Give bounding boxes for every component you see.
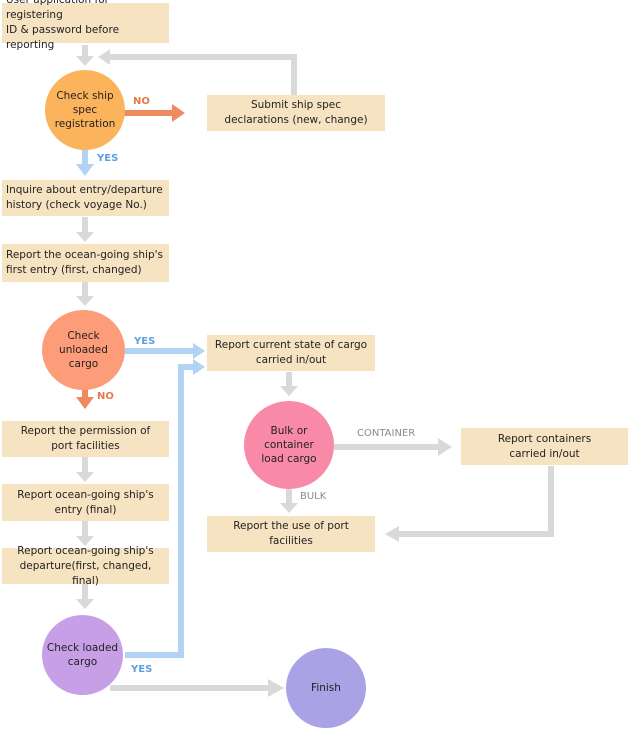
box-report-departure: Report ocean-going ship's departure(firs… (2, 545, 169, 587)
connector-submit-to-spec (110, 54, 297, 95)
arrowhead-containers-to-port-use (385, 526, 399, 542)
arrowhead-first-entry-to-unloaded (76, 296, 94, 306)
label-unloaded-no: NO (97, 391, 114, 402)
arrowhead-spec-no (172, 104, 185, 122)
label-container: CONTAINER (357, 428, 416, 439)
arrowhead-entry-final-to-departure (76, 536, 94, 546)
arrowhead-permission-to-entry-final (76, 472, 94, 482)
connector-loaded-yes (125, 364, 193, 658)
label-bulk: BULK (300, 491, 327, 502)
decision-check-loaded: Check loaded cargo (42, 615, 123, 695)
arrowhead-loaded-to-finish (268, 679, 284, 697)
label-unloaded-yes: YES (134, 336, 156, 347)
decision-check-ship-spec-label: Check ship spec registration (54, 90, 116, 130)
box-report-containers: Report containers carried in/out (461, 428, 628, 465)
decision-bulk-or-container-label: Bulk or container load cargo (261, 425, 317, 465)
decision-check-unloaded-label: Check unloaded cargo (59, 330, 108, 370)
decision-check-unloaded: Check unloaded cargo (42, 310, 125, 390)
label-spec-no: NO (133, 96, 150, 107)
box-report-first-entry-label: Report the ocean-going ship's first entr… (6, 249, 163, 276)
box-report-permission: Report the permission of port facilities (2, 421, 169, 457)
connector-containers-to-port-use (399, 466, 554, 537)
box-submit-ship-spec: Submit ship spec declarations (new, chan… (207, 95, 385, 131)
label-loaded-yes: YES (131, 664, 153, 675)
arrowhead-bulk-to-containers (438, 438, 452, 456)
arrowhead-loaded-yes (193, 359, 205, 375)
label-spec-yes: YES (97, 153, 119, 164)
box-report-cargo-state-label: Report current state of cargo carried in… (214, 339, 368, 366)
box-report-cargo-state: Report current state of cargo carried in… (207, 335, 375, 371)
arrowhead-unloaded-no (76, 397, 94, 409)
box-inquire-history: Inquire about entry/departure history (c… (2, 180, 169, 216)
box-report-departure-label: Report ocean-going ship's departure(firs… (17, 544, 154, 587)
arrowhead-unloaded-yes (193, 343, 205, 359)
arrowhead-bulk-to-port-use (280, 503, 298, 513)
box-report-entry-final-label: Report ocean-going ship's entry (final) (17, 488, 154, 516)
arrowhead-spec-yes (76, 164, 94, 176)
box-report-port-use-label: Report the use of port facilities (233, 520, 349, 547)
arrowhead-cargo-state-to-bulk (280, 386, 298, 396)
box-user-application-label: User application for registering ID & pa… (6, 0, 120, 51)
box-report-permission-label: Report the permission of port facilities (20, 425, 151, 452)
arrowhead-inquire-to-first-entry (76, 232, 94, 242)
arrowhead-departure-to-loaded (76, 599, 94, 609)
box-report-entry-final: Report ocean-going ship's entry (final) (2, 484, 169, 521)
box-report-containers-label: Report containers carried in/out (497, 432, 592, 460)
box-report-first-entry: Report the ocean-going ship's first entr… (2, 244, 169, 282)
box-user-application: User application for registering ID & pa… (2, 0, 169, 51)
finish-node: Finish (286, 648, 366, 728)
decision-bulk-or-container: Bulk or container load cargo (244, 401, 334, 489)
decision-check-ship-spec: Check ship spec registration (45, 70, 125, 150)
box-inquire-history-label: Inquire about entry/departure history (c… (6, 184, 163, 211)
decision-check-loaded-label: Check loaded cargo (46, 642, 119, 668)
box-report-port-use: Report the use of port facilities (207, 516, 375, 552)
finish-node-label: Finish (311, 682, 341, 694)
arrowhead-user-to-spec (76, 56, 94, 66)
arrowhead-submit-to-spec (98, 49, 110, 65)
box-submit-ship-spec-label: Submit ship spec declarations (new, chan… (224, 99, 368, 126)
